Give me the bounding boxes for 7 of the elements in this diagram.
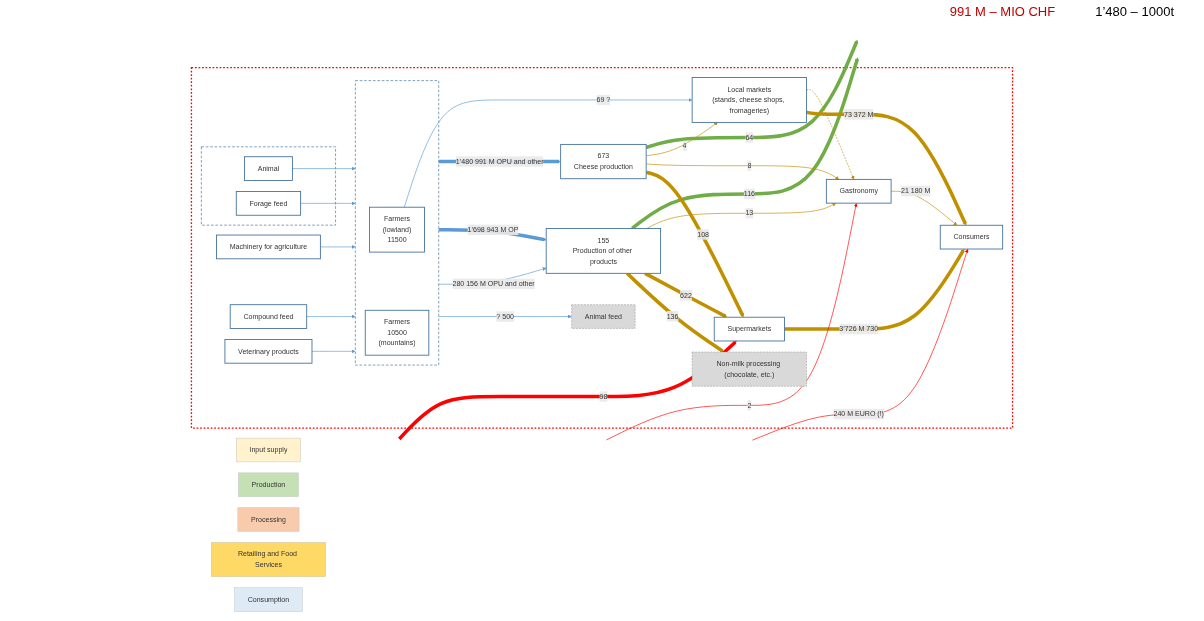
arrow <box>645 39 859 150</box>
key-note: 991 M – MIO CHF <box>949 4 1056 21</box>
arrow <box>645 170 745 318</box>
key-note: 1’480 – 1000t <box>1095 4 1174 21</box>
arrow <box>398 340 737 441</box>
arrow <box>631 57 859 230</box>
arrow <box>625 272 725 353</box>
